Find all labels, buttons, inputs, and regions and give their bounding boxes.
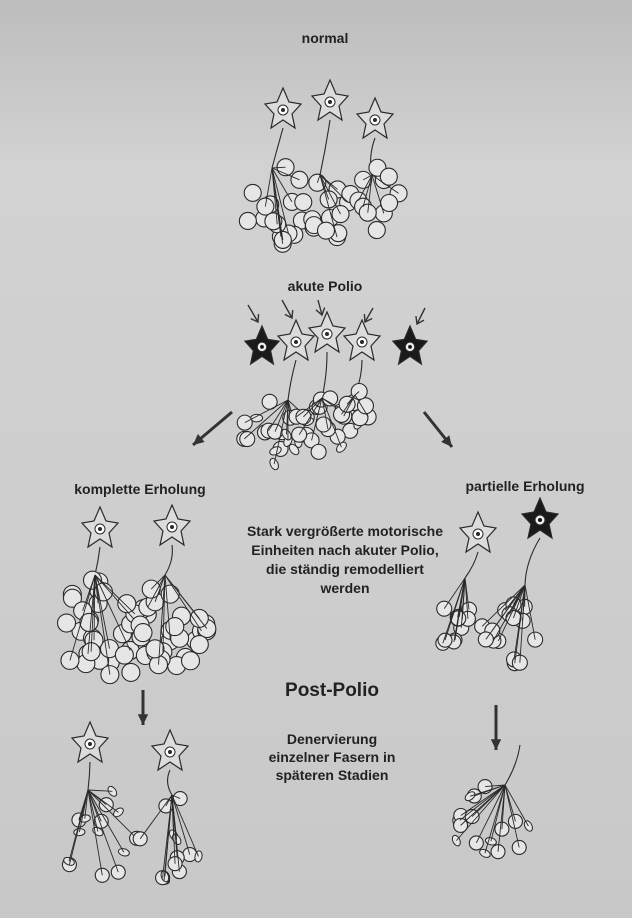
neuron-nucleolus xyxy=(328,100,332,104)
neuron-nucleolus xyxy=(373,118,377,122)
arrow-head xyxy=(491,739,501,750)
muscle-fiber xyxy=(182,652,200,670)
muscle-fiber xyxy=(58,614,76,632)
neuron-nucleolus xyxy=(260,345,264,349)
nerve-terminal-branch xyxy=(498,785,505,852)
neuron-nucleolus xyxy=(294,340,298,344)
axon xyxy=(322,352,327,398)
neuron-nucleolus xyxy=(170,525,174,529)
axon xyxy=(525,538,540,585)
nerve-terminal-branch xyxy=(140,795,172,839)
axon xyxy=(288,360,296,400)
muscle-fiber xyxy=(134,624,152,642)
muscle-fiber xyxy=(244,184,261,201)
muscle-fiber xyxy=(381,195,398,212)
neuron-nucleolus xyxy=(476,532,480,536)
label-partial-recovery: partielle Erholung xyxy=(435,478,615,494)
neuron-nucleolus xyxy=(168,750,172,754)
arrow-head xyxy=(138,714,148,725)
muscle-fiber xyxy=(239,212,256,229)
muscle-fiber xyxy=(190,636,208,654)
atrophied-muscle-fiber xyxy=(523,819,534,832)
muscle-fiber xyxy=(316,417,331,432)
axon xyxy=(505,745,520,785)
axon xyxy=(165,545,172,575)
neuron-nucleolus xyxy=(360,340,364,344)
muscle-fiber xyxy=(317,222,334,239)
axon xyxy=(465,552,478,578)
muscle-fiber xyxy=(146,640,164,658)
muscle-fiber xyxy=(368,222,385,239)
label-complete-recovery: komplette Erholung xyxy=(50,481,230,497)
axon xyxy=(320,120,330,175)
axon xyxy=(95,547,100,575)
axon xyxy=(168,770,172,795)
muscle-fiber xyxy=(311,444,326,459)
muscle-fiber xyxy=(122,663,140,681)
neuron-nucleolus xyxy=(88,742,92,746)
muscle-fiber xyxy=(295,194,312,211)
muscle-fiber xyxy=(240,432,255,447)
neuron-nucleolus xyxy=(98,527,102,531)
neuron-nucleolus xyxy=(281,108,285,112)
nerve-terminal-branch xyxy=(69,790,88,861)
label-post-polio: Post-Polio xyxy=(262,680,402,702)
label-enlarged-motor-units: Stark vergrößerte motorische Einheiten n… xyxy=(245,522,445,598)
label-normal: normal xyxy=(270,30,380,46)
muscle-fiber xyxy=(357,398,373,414)
neuron-nucleolus xyxy=(538,518,542,522)
label-acute-polio: akute Polio xyxy=(250,278,400,294)
nerve-terminal-branch xyxy=(505,785,515,821)
label-denervation: Denervierung einzelner Fasern in spätere… xyxy=(262,730,402,784)
neuron-nucleolus xyxy=(408,345,412,349)
atrophied-muscle-fiber xyxy=(118,847,131,857)
neuron-nucleolus xyxy=(325,332,329,336)
muscle-fiber xyxy=(115,646,133,664)
axon xyxy=(88,762,90,790)
